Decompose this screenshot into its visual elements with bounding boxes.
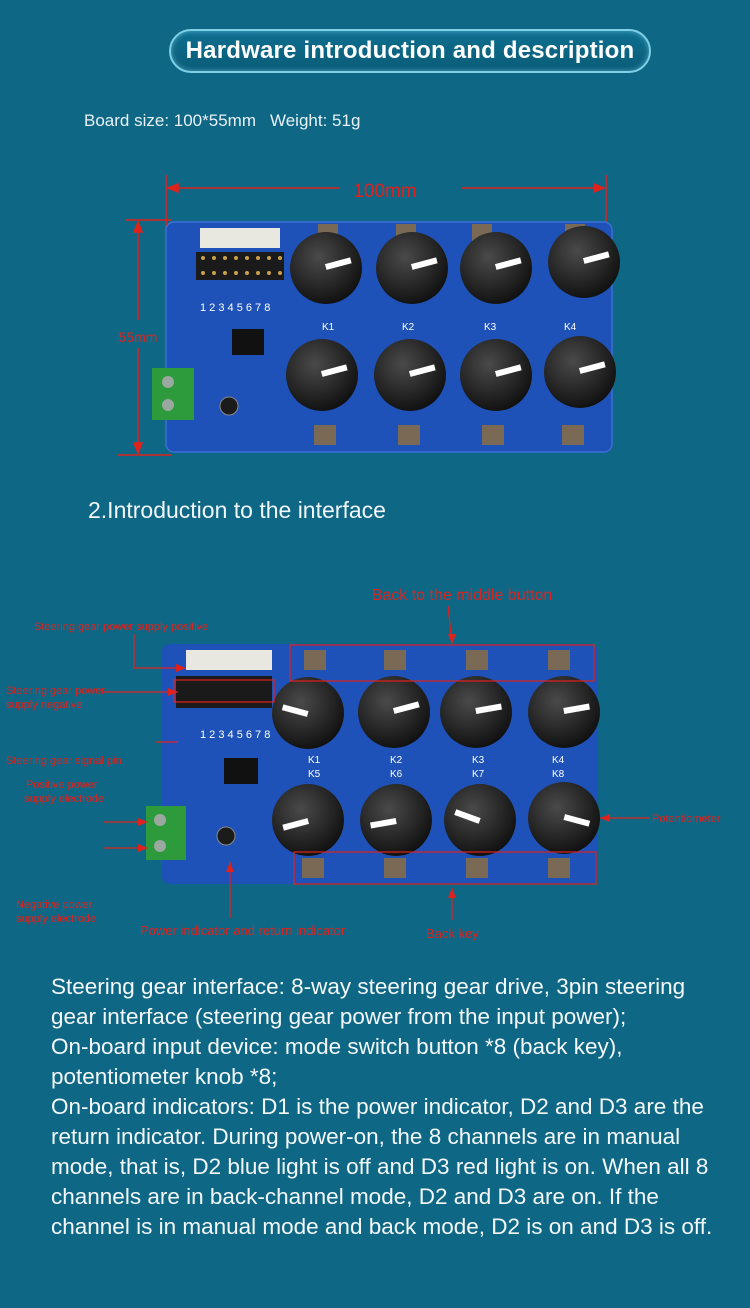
capacitor (219, 396, 239, 416)
microcontroller-chip (224, 758, 258, 784)
description-text: Steering gear interface: 8-way steering … (51, 972, 731, 1242)
description-indicators: On-board indicators: D1 is the power ind… (51, 1094, 713, 1239)
page-title: Hardware introduction and description (169, 29, 651, 73)
knobs-row-2 (286, 336, 616, 411)
bottom-buttons (302, 858, 570, 878)
servo-header-pins (176, 650, 272, 708)
description-input-device: On-board input device: mode switch butto… (51, 1034, 623, 1089)
svg-text:K2: K2 (390, 755, 403, 766)
header-numbers: 1 2 3 4 5 6 7 8 (200, 302, 270, 314)
board-photo-dimensions: 100mm 55mm 1 2 3 4 5 6 7 8 K1 K2 K3 K4 (118, 175, 620, 456)
svg-text:K1: K1 (322, 322, 335, 333)
knobs-row-2 (272, 782, 600, 856)
annotation-servo-negative-1: Steering gear power (6, 685, 105, 697)
knobs-row-1 (290, 226, 620, 304)
height-dimension-label: 55mm (119, 329, 158, 345)
annotation-signal-pin: Steering gear signal pin (6, 755, 122, 767)
svg-text:K2: K2 (402, 322, 415, 333)
servo-header-pins (196, 228, 284, 280)
board-specs: Board size: 100*55mm Weight: 51g (84, 111, 360, 131)
annotation-servo-negative-2: supply negative (6, 699, 82, 711)
annotation-indicator: Power indicator and return indicator (140, 923, 346, 938)
svg-text:K4: K4 (564, 322, 577, 333)
knob-labels-row-1: K1 K2 K3 K4 (308, 755, 565, 766)
bottom-buttons (314, 425, 584, 445)
top-buttons-highlight (289, 644, 595, 682)
header-numbers: 1 2 3 4 5 6 7 8 (200, 729, 270, 741)
knob-labels-row-1: K1 K2 K3 K4 (322, 322, 577, 333)
power-terminal-block (146, 806, 186, 860)
board-size: Board size: 100*55mm (84, 111, 256, 130)
bottom-buttons-highlight (293, 851, 597, 885)
svg-text:K4: K4 (552, 755, 565, 766)
annotation-back-key: Back key (426, 926, 479, 941)
capacitor (216, 826, 236, 846)
board-weight: Weight: 51g (269, 111, 361, 130)
annotation-negative-power-2: supply electrode (16, 913, 96, 925)
annotation-back-middle: Back to the middle button (372, 587, 553, 604)
svg-text:K1: K1 (308, 755, 321, 766)
knobs-row-1 (272, 676, 600, 749)
annotation-servo-positive: Steering gear power supply positive (34, 621, 208, 633)
board-photo-interface: 1 2 3 4 5 6 7 8 K1 K2 K3 K4 K5 K6 K7 K8 (6, 587, 721, 941)
svg-text:K6: K6 (390, 769, 403, 780)
power-terminal-block (152, 368, 194, 420)
description-servo-interface: Steering gear interface: 8-way steering … (51, 974, 686, 1029)
svg-text:K5: K5 (308, 769, 321, 780)
annotation-positive-power-1: Positive power (26, 779, 98, 791)
svg-text:K8: K8 (552, 769, 565, 780)
top-buttons (304, 650, 570, 670)
knob-labels-row-2: K5 K6 K7 K8 (308, 769, 565, 780)
annotation-potentiometer: Potentiometer (652, 813, 721, 825)
microcontroller-chip (232, 329, 264, 355)
section-heading-interface: 2.Introduction to the interface (88, 497, 386, 523)
svg-text:K3: K3 (472, 755, 485, 766)
width-dimension-label: 100mm (353, 181, 416, 202)
svg-text:K3: K3 (484, 322, 497, 333)
svg-text:K7: K7 (472, 769, 485, 780)
annotation-positive-power-2: supply electrode (24, 793, 104, 805)
annotation-negative-power-1: Negative power (16, 899, 93, 911)
